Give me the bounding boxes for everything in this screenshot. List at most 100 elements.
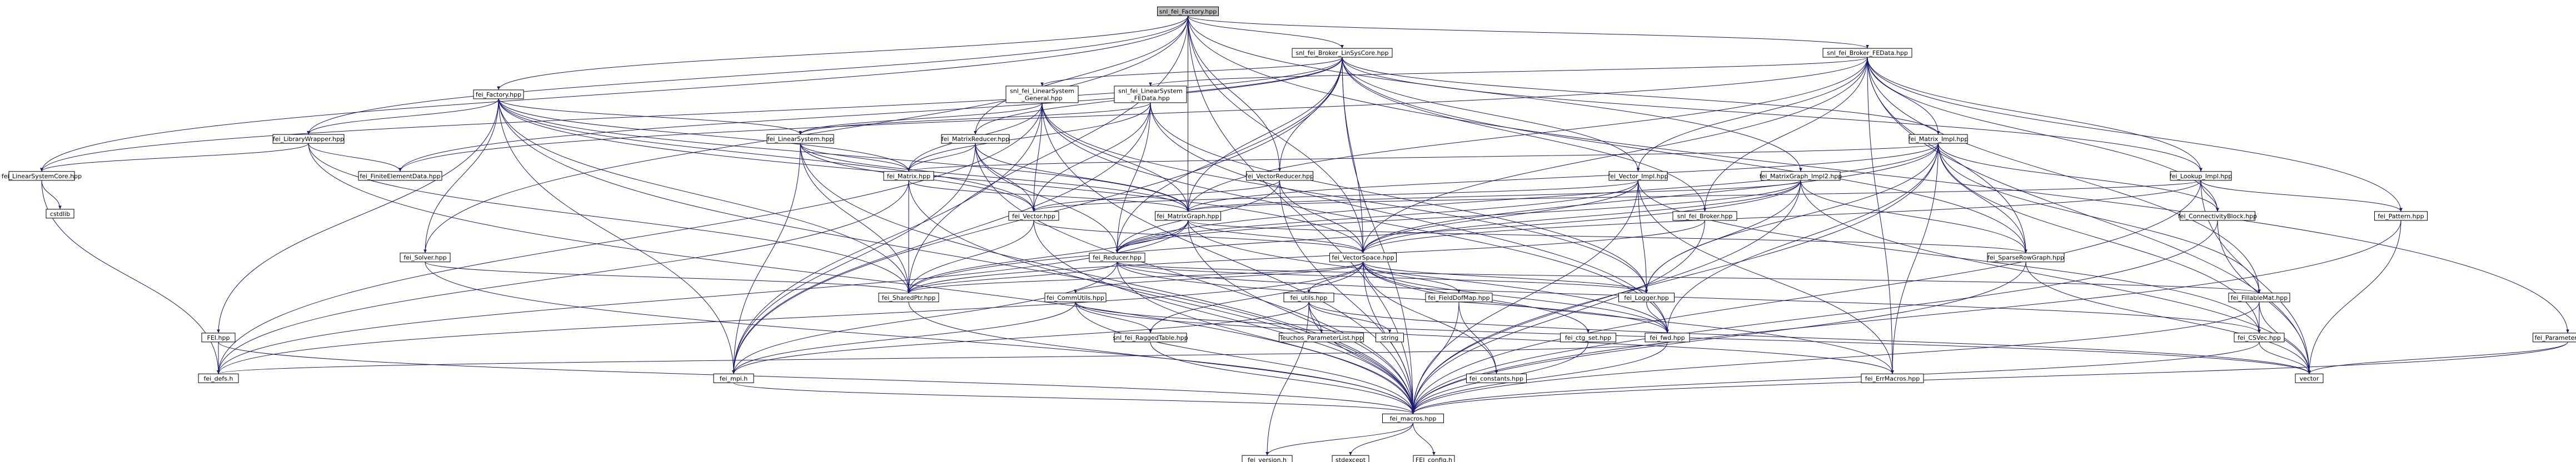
node-label-errmacros: fei_ErrMacros.hpp: [1865, 375, 1920, 382]
node-logger[interactable]: fei_Logger.hpp: [1618, 293, 1675, 303]
node-fedata[interactable]: snl_fei_Broker_FEData.hpp: [1822, 48, 1912, 58]
edge-ls_fedata-to-logger: [1150, 102, 1648, 293]
node-box-vector_impl: [1608, 171, 1668, 181]
node-box-fei_factory: [1157, 6, 1219, 16]
edge-factory-to-solver: [423, 98, 499, 253]
edge-macros-to-fei_config: [1413, 423, 1436, 456]
edge-ls_general-to-matrixgraph: [1042, 102, 1190, 212]
node-mpi[interactable]: fei_mpi.h: [713, 373, 754, 383]
node-utils[interactable]: fei_utils.hpp: [1283, 293, 1334, 303]
node-label-vectorreducer: fei_VectorReducer.hpp: [1245, 173, 1314, 180]
edge-fedata-to-errmacros: [1867, 57, 1894, 374]
node-label-vector: fei_Vector.hpp: [1012, 213, 1055, 220]
node-fei_fwd[interactable]: fei_fwd.hpp: [1645, 333, 1690, 343]
node-solver[interactable]: fei_Solver.hpp: [400, 253, 451, 263]
node-fei_hpp[interactable]: FEI.hpp: [201, 333, 236, 343]
node-paramset[interactable]: fei_ParameterSet.hpp: [2533, 333, 2576, 343]
node-label-fe_data: fei_FiniteElementData.hpp: [360, 173, 440, 180]
node-fei_config[interactable]: FEI_config.h: [1413, 455, 1455, 462]
node-linsyscore[interactable]: snl_fei_Broker_LinSysCore.hpp: [1292, 48, 1393, 58]
node-label-paramset: fei_ParameterSet.hpp: [2535, 334, 2576, 342]
node-stdexcept[interactable]: stdexcept: [1332, 455, 1369, 462]
node-fei_factory[interactable]: snl_fei_Factory.hpp: [1157, 6, 1219, 16]
node-csvec[interactable]: fei_CSVec.hpp: [2234, 333, 2285, 343]
node-lookup_impl[interactable]: fei_Lookup_Impl.hpp: [2170, 171, 2233, 181]
node-sparserowgraph[interactable]: fei_SparseRowGraph.hpp: [1987, 253, 2065, 263]
edge-reducer-to-fillablemat: [1117, 262, 2261, 294]
node-matrix_impl[interactable]: fei_Matrix_Impl.hpp: [1909, 134, 1969, 144]
node-ctg_set[interactable]: fei_ctg_set.hpp: [1560, 333, 1616, 343]
node-box-version: [1242, 455, 1293, 462]
node-matrixreducer[interactable]: fei_MatrixReducer.hpp: [941, 134, 1010, 144]
edge-matrixgraph-to-sparserowgraph: [1188, 220, 2027, 254]
node-defs[interactable]: fei_defs.h: [198, 373, 239, 383]
node-label-linsyscore: snl_fei_Broker_LinSysCore.hpp: [1296, 49, 1388, 57]
node-vectorspace[interactable]: fei_VectorSpace.hpp: [1329, 253, 1397, 263]
node-box-paramset: [2533, 333, 2576, 343]
node-vector_ext[interactable]: vector: [2295, 373, 2324, 383]
edge-vector_impl-to-macros: [1411, 180, 1638, 414]
node-label-defs: fei_defs.h: [203, 375, 233, 382]
node-version[interactable]: fei_version.h: [1242, 455, 1293, 462]
node-label-solver: fei_Solver.hpp: [403, 254, 446, 262]
node-vector[interactable]: fei_Vector.hpp: [1008, 211, 1059, 221]
node-linsys_core[interactable]: fei_LinearSystemCore.hpp: [2, 171, 82, 181]
node-box-libwrapper: [272, 134, 345, 144]
node-vectorreducer[interactable]: fei_VectorReducer.hpp: [1245, 171, 1314, 181]
node-string[interactable]: string: [1376, 333, 1404, 343]
node-matrix[interactable]: fei_Matrix.hpp: [883, 171, 934, 181]
edge-fedata-to-lookup_impl: [1867, 57, 2203, 172]
edge-vectorspace-to-fei_fwd: [1363, 262, 1669, 333]
edge-matrix_impl-to-sparserowgraph: [1938, 143, 2027, 253]
node-box-matrix: [883, 171, 934, 181]
node-box-pattern: [2374, 211, 2428, 221]
node-cstdlib[interactable]: cstdlib: [46, 209, 74, 219]
node-box-errmacros: [1861, 373, 1924, 383]
edge-matrix_impl-to-reducer: [1115, 143, 1939, 253]
node-box-sparserowgraph: [1987, 253, 2065, 263]
edge-utils-to-vector_ext: [1308, 302, 2311, 374]
edge-vectorreducer-to-vectorspace: [1279, 180, 1365, 253]
edge-factory-to-matrixgraph: [498, 98, 1190, 212]
node-teuchos[interactable]: Teuchos_ParameterList.hpp: [1279, 333, 1364, 343]
edge-fei_factory-to-sharedptr: [907, 16, 1188, 293]
node-fe_data[interactable]: fei_FiniteElementData.hpp: [358, 171, 442, 181]
node-label-fei_factory: snl_fei_Factory.hpp: [1159, 8, 1217, 15]
edge-fedata-to-fillablemat: [1867, 57, 2261, 293]
node-sharedptr[interactable]: fei_SharedPtr.hpp: [878, 293, 939, 303]
edge-libwrapper-to-sharedptr: [308, 143, 910, 293]
node-ls_general[interactable]: snl_fei_LinearSystem_General.hpp: [1005, 86, 1079, 103]
node-errmacros[interactable]: fei_ErrMacros.hpp: [1861, 373, 1924, 383]
node-box-vector: [1008, 211, 1059, 221]
node-fieldmap[interactable]: fei_FieldDofMap.hpp: [1425, 293, 1493, 303]
node-label-linearsystem: fei_LinearSystem.hpp: [768, 135, 834, 143]
node-label-factory: fei_Factory.hpp: [476, 91, 521, 98]
edge-fedata-to-pattern: [1867, 57, 2403, 212]
node-factory[interactable]: fei_Factory.hpp: [473, 89, 524, 99]
edge-linsyscore-to-lookup_impl: [1342, 57, 2203, 172]
node-pattern[interactable]: fei_Pattern.hpp: [2374, 211, 2428, 221]
node-fillablemat[interactable]: fei_FillableMat.hpp: [2228, 293, 2290, 303]
node-ls_fedata[interactable]: snl_fei_LinearSystem_FEData.hpp: [1114, 86, 1187, 103]
node-box-vectorreducer: [1246, 171, 1313, 181]
node-label-matrixgraph_impl2: fei_MatrixGraph_Impl2.hpp: [1760, 173, 1842, 180]
node-connblock[interactable]: fei_ConnectivityBlock.hpp: [2178, 211, 2257, 221]
node-matrixgraph[interactable]: fei_MatrixGraph.hpp: [1155, 211, 1221, 221]
node-layer: snl_fei_Factory.hpp snl_fei_Broker_LinSys…: [2, 6, 2576, 462]
node-macros[interactable]: fei_macros.hpp: [1382, 413, 1444, 423]
node-raggedtable[interactable]: snl_fei_RaggedTable.hpp: [1113, 333, 1188, 343]
node-commutils[interactable]: fei_CommUtils.hpp: [1044, 293, 1107, 303]
edge-factory-to-macros: [498, 98, 1415, 414]
node-box-fei_fwd: [1645, 333, 1690, 343]
node-box-matrixreducer: [941, 134, 1010, 144]
node-vector_impl[interactable]: fei_Vector_Impl.hpp: [1608, 171, 1668, 181]
node-linearsystem[interactable]: fei_LinearSystem.hpp: [766, 134, 834, 144]
node-reducer[interactable]: fei_Reducer.hpp: [1089, 253, 1145, 263]
node-matrixgraph_impl2[interactable]: fei_MatrixGraph_Impl2.hpp: [1760, 171, 1842, 181]
edge-matrix_impl-to-fillablemat: [1938, 143, 2261, 293]
edge-vectorspace-to-commutils: [1074, 262, 1363, 294]
node-fei_broker[interactable]: snl_fei_Broker.hpp: [1672, 211, 1737, 221]
edge-vector_impl-to-vector: [1032, 180, 1638, 212]
node-libwrapper[interactable]: fei_LibraryWrapper.hpp: [272, 134, 345, 144]
node-constants[interactable]: fei_constants.hpp: [1466, 373, 1527, 383]
